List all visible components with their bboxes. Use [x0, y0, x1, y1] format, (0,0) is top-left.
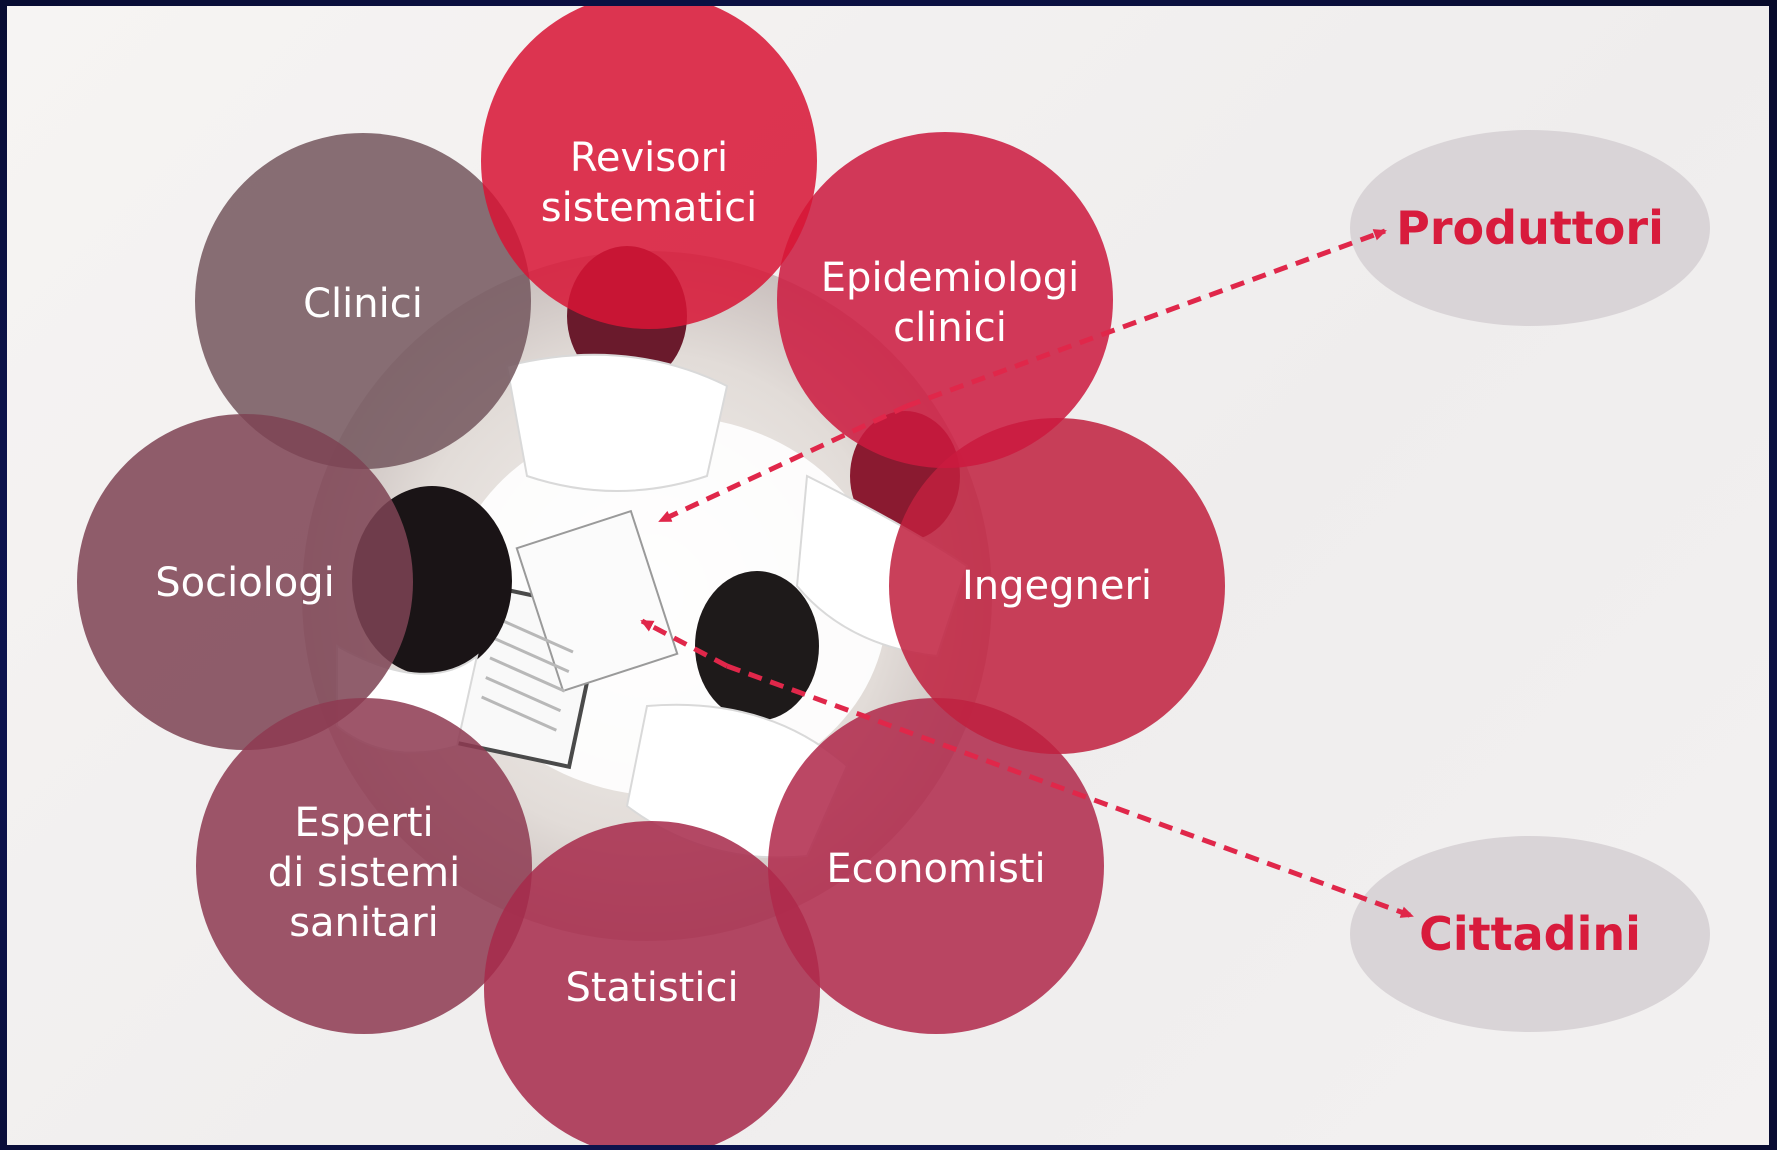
label-statistici: Statistici [565, 965, 738, 1011]
arrow-to-produttori [906, 228, 1387, 409]
label-ingegneri: Ingegneri [962, 563, 1152, 609]
circle-statistici [484, 821, 820, 1145]
label-produttori: Produttori [1396, 201, 1664, 255]
circle-esperti [196, 698, 532, 1034]
label-epidemiologi-line: Epidemiologi [821, 255, 1079, 301]
circle-ingegneri [889, 418, 1225, 754]
label-revisori-line: Revisori [570, 135, 728, 181]
label-epidemiologi-line: clinici [893, 305, 1007, 351]
label-statistici-line: Statistici [565, 965, 738, 1011]
label-clinici-line: Clinici [303, 281, 423, 327]
label-sociologi-line: Sociologi [155, 560, 335, 606]
label-sociologi: Sociologi [155, 560, 335, 606]
label-economisti: Economisti [826, 846, 1045, 892]
arrow-to-table-bottom [640, 618, 729, 669]
circle-economisti [768, 698, 1104, 1034]
label-revisori-line: sistematici [541, 185, 757, 231]
label-clinici: Clinici [303, 281, 423, 327]
label-cittadini: Cittadini [1419, 907, 1641, 961]
circle-revisori [481, 6, 817, 329]
circle-clinici [195, 133, 531, 469]
circle-sociologi [77, 414, 413, 750]
oval-produttori [1350, 130, 1710, 326]
label-economisti-line: Economisti [826, 846, 1045, 892]
oval-cittadini [1350, 836, 1710, 1032]
arrow-to-cittadini [726, 663, 1414, 919]
label-ingegneri-line: Ingegneri [962, 563, 1152, 609]
label-esperti-line: Esperti [294, 800, 433, 846]
label-esperti-line: sanitari [289, 900, 439, 946]
label-esperti-line: di sistemi [268, 850, 460, 896]
circle-epidemiologi [777, 132, 1113, 468]
connection-arrows [640, 228, 1414, 919]
